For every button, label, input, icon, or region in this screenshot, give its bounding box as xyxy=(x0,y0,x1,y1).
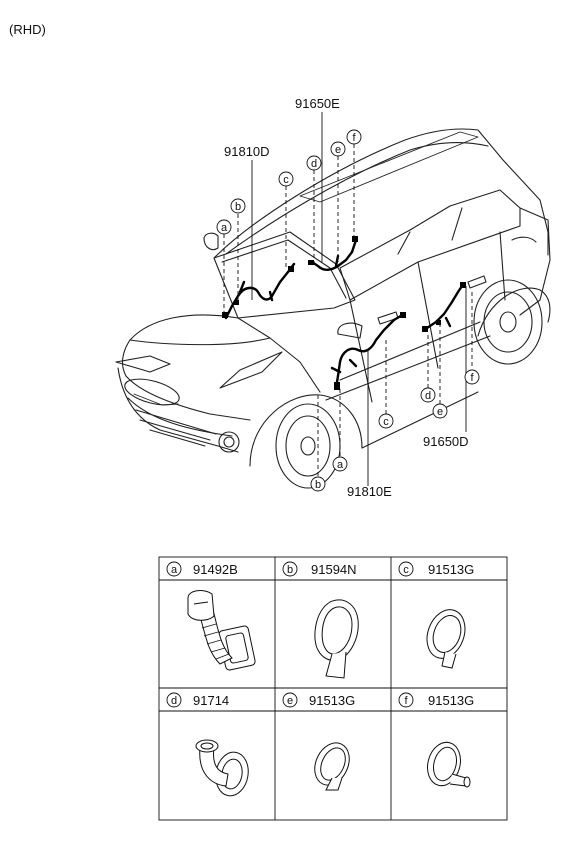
grommet-f-icon xyxy=(427,741,471,788)
table-part-a: 91492B xyxy=(193,562,238,577)
leader-lines xyxy=(223,112,473,486)
marker-e-bottom: e xyxy=(437,406,443,418)
callout-91810e: 91810E xyxy=(347,484,392,499)
marker-f-top: f xyxy=(352,132,356,144)
table-part-d: 91714 xyxy=(193,693,229,708)
connectors xyxy=(222,236,466,390)
table-letter-d: d xyxy=(171,695,177,707)
marker-a-top: a xyxy=(221,222,228,234)
marker-c-top: c xyxy=(283,174,289,186)
marker-c-bottom: c xyxy=(383,416,389,428)
vehicle-illustration xyxy=(115,128,551,489)
grommet-a-icon xyxy=(187,590,256,671)
marker-a-bottom: a xyxy=(337,459,344,471)
parts-table: a b c d e f 91492B 91594N 91513G 91714 9… xyxy=(158,556,508,821)
table-letter-e: e xyxy=(287,695,293,707)
grommet-e-icon xyxy=(314,742,350,791)
grommet-c-icon xyxy=(426,609,466,669)
marker-group xyxy=(216,129,480,492)
wiring-harnesses xyxy=(224,238,464,390)
table-letter-a: a xyxy=(171,564,178,576)
grommet-d-icon xyxy=(195,739,249,797)
table-letter-f: f xyxy=(404,695,408,707)
callout-91650d: 91650D xyxy=(423,434,469,449)
table-part-c: 91513G xyxy=(428,562,474,577)
callout-91650e: 91650E xyxy=(295,96,340,111)
marker-b-bottom: b xyxy=(315,479,321,491)
table-letter-b: b xyxy=(287,564,293,576)
table-part-b: 91594N xyxy=(311,562,357,577)
grommet-b-icon xyxy=(314,599,359,679)
table-part-f: 91513G xyxy=(428,693,474,708)
marker-b-top: b xyxy=(235,201,241,213)
table-part-e: 91513G xyxy=(309,693,355,708)
marker-d-top: d xyxy=(311,158,317,170)
variant-label: (RHD) xyxy=(9,22,46,37)
table-letter-c: c xyxy=(403,564,409,576)
marker-d-bottom: d xyxy=(425,390,431,402)
marker-f-bottom: f xyxy=(470,372,474,384)
marker-e-top: e xyxy=(335,144,341,156)
callout-91810d: 91810D xyxy=(224,144,270,159)
